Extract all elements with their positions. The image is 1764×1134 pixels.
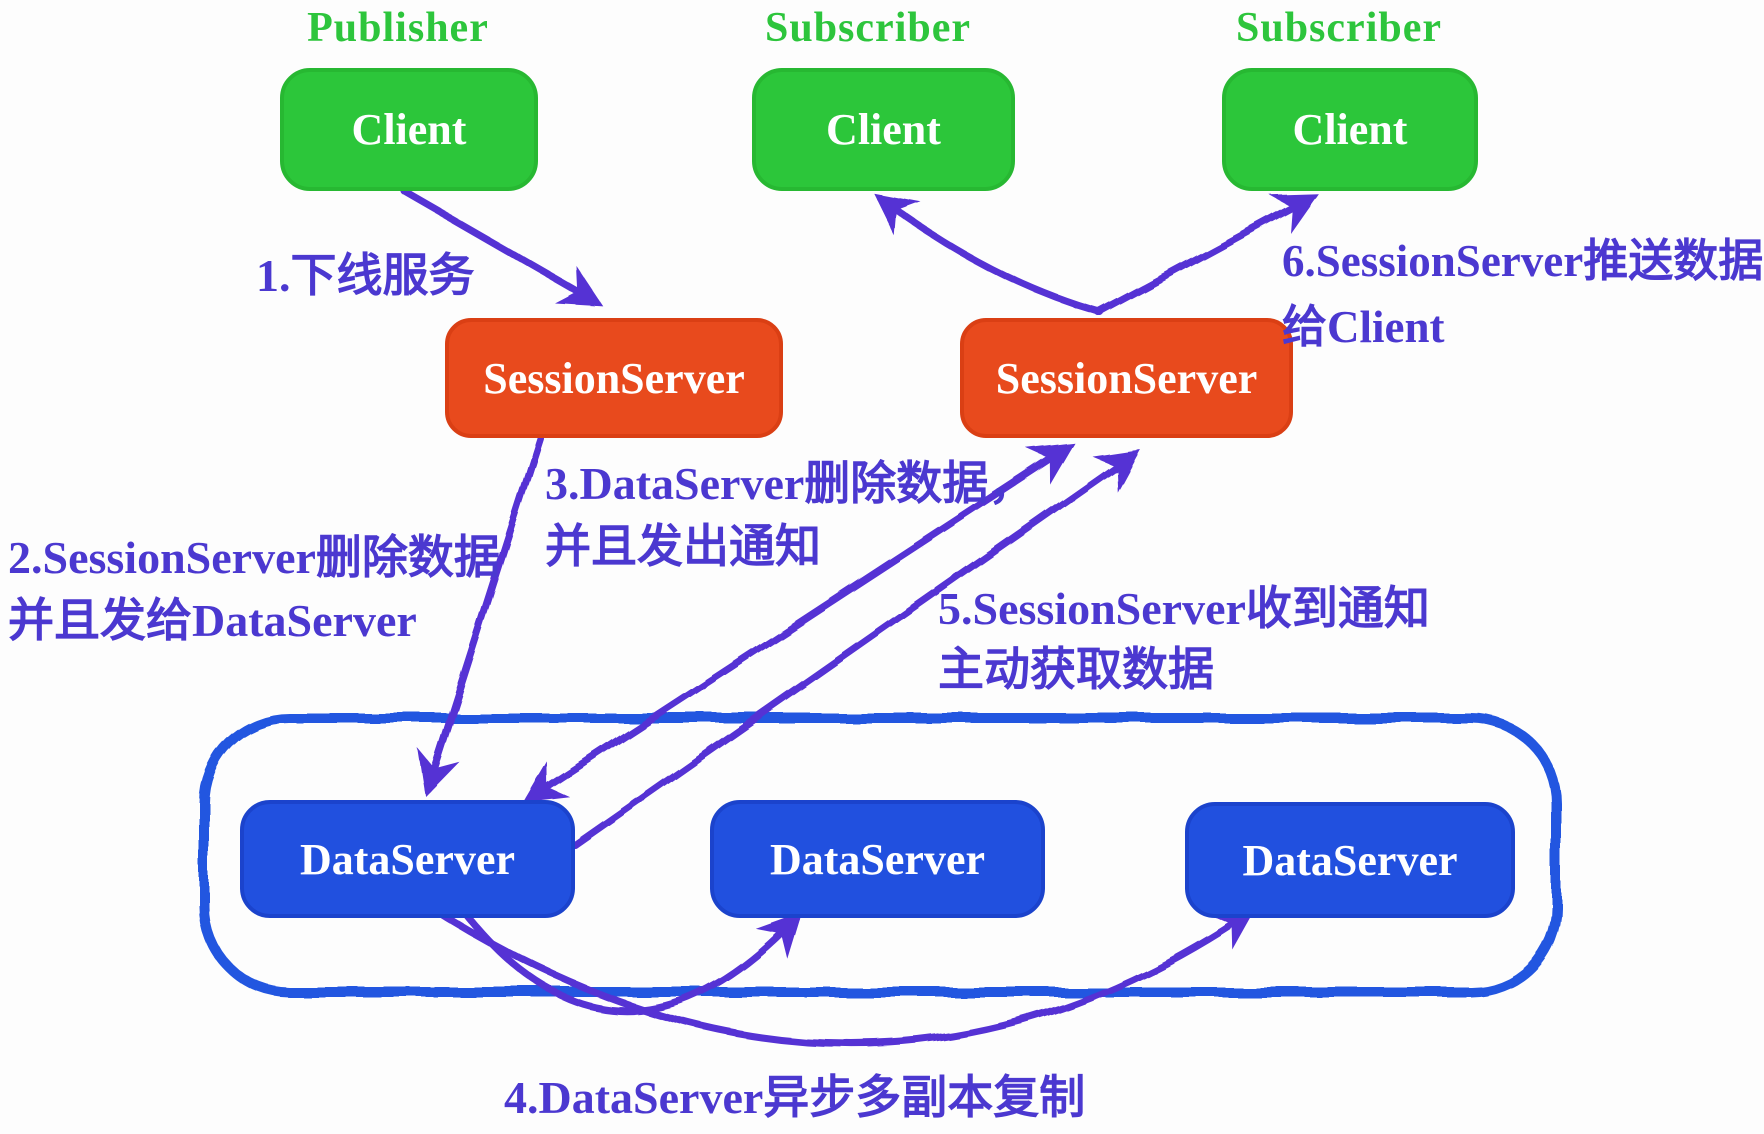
arrow-step3-dataserver-to-session (571, 449, 1141, 849)
arrow-step6-session-to-client-mid (873, 193, 1104, 316)
session-server-label: SessionServer (995, 353, 1258, 403)
annotation-step6-line1: 6.SessionServer推送数据 (1282, 236, 1764, 286)
annotation-step6-line2: 给Client (1282, 302, 1445, 352)
annotation-step5: 5.SessionServer收到通知 主动获取数据 (938, 578, 1430, 700)
arrow-step5-session-to-dataserver (522, 442, 1075, 804)
annotation-step2-line1: 2.SessionServer删除数据 (8, 532, 500, 583)
arrow-step2-session-to-dataserver (418, 434, 544, 797)
arrow-step4-replicate-to-dataserver3 (421, 900, 1257, 1048)
annotation-step4: 4.DataServer异步多副本复制 (504, 1072, 1086, 1123)
data-server-node-1: DataServer (240, 800, 575, 918)
client-node-subscriber-right: Client (1222, 68, 1478, 191)
title-publisher: Publisher (307, 5, 489, 51)
annotation-step2-line2: 并且发给DataServer (8, 595, 417, 646)
annotation-step1: 1.下线服务 (256, 250, 475, 301)
annotation-step2: 2.SessionServer删除数据 并且发给DataServer (8, 526, 500, 652)
arrow-step6-session-to-client-right (1094, 193, 1318, 316)
client-node-label: Client (1292, 105, 1408, 154)
session-server-node-left: SessionServer (445, 318, 783, 438)
annotation-step3: 3.DataServer删除数据， 并且发出通知 (545, 452, 1034, 578)
annotation-step3-line1: 3.DataServer删除数据， (545, 458, 1035, 509)
annotation-step3-line2: 并且发出通知 (545, 521, 821, 572)
data-server-label: DataServer (299, 834, 515, 884)
annotation-step5-line2: 主动获取数据 (938, 644, 1214, 695)
annotation-step6: 6.SessionServer推送数据 给Client (1282, 228, 1763, 360)
arrow-step1-client-to-session (401, 188, 603, 306)
client-node-label: Client (351, 105, 467, 154)
annotation-step5-line1: 5.SessionServer收到通知 (938, 583, 1430, 634)
client-node-publisher: Client (280, 68, 538, 191)
client-node-subscriber-mid: Client (752, 68, 1015, 191)
session-server-node-right: SessionServer (960, 318, 1293, 438)
data-server-node-3: DataServer (1185, 802, 1515, 918)
title-subscriber-right: Subscriber (1235, 5, 1442, 51)
data-server-label: DataServer (1242, 835, 1458, 885)
client-node-label: Client (826, 105, 941, 154)
data-server-node-2: DataServer (710, 800, 1045, 918)
title-subscriber-mid: Subscriber (764, 5, 971, 51)
session-server-label: SessionServer (483, 353, 745, 403)
data-server-label: DataServer (769, 834, 985, 884)
